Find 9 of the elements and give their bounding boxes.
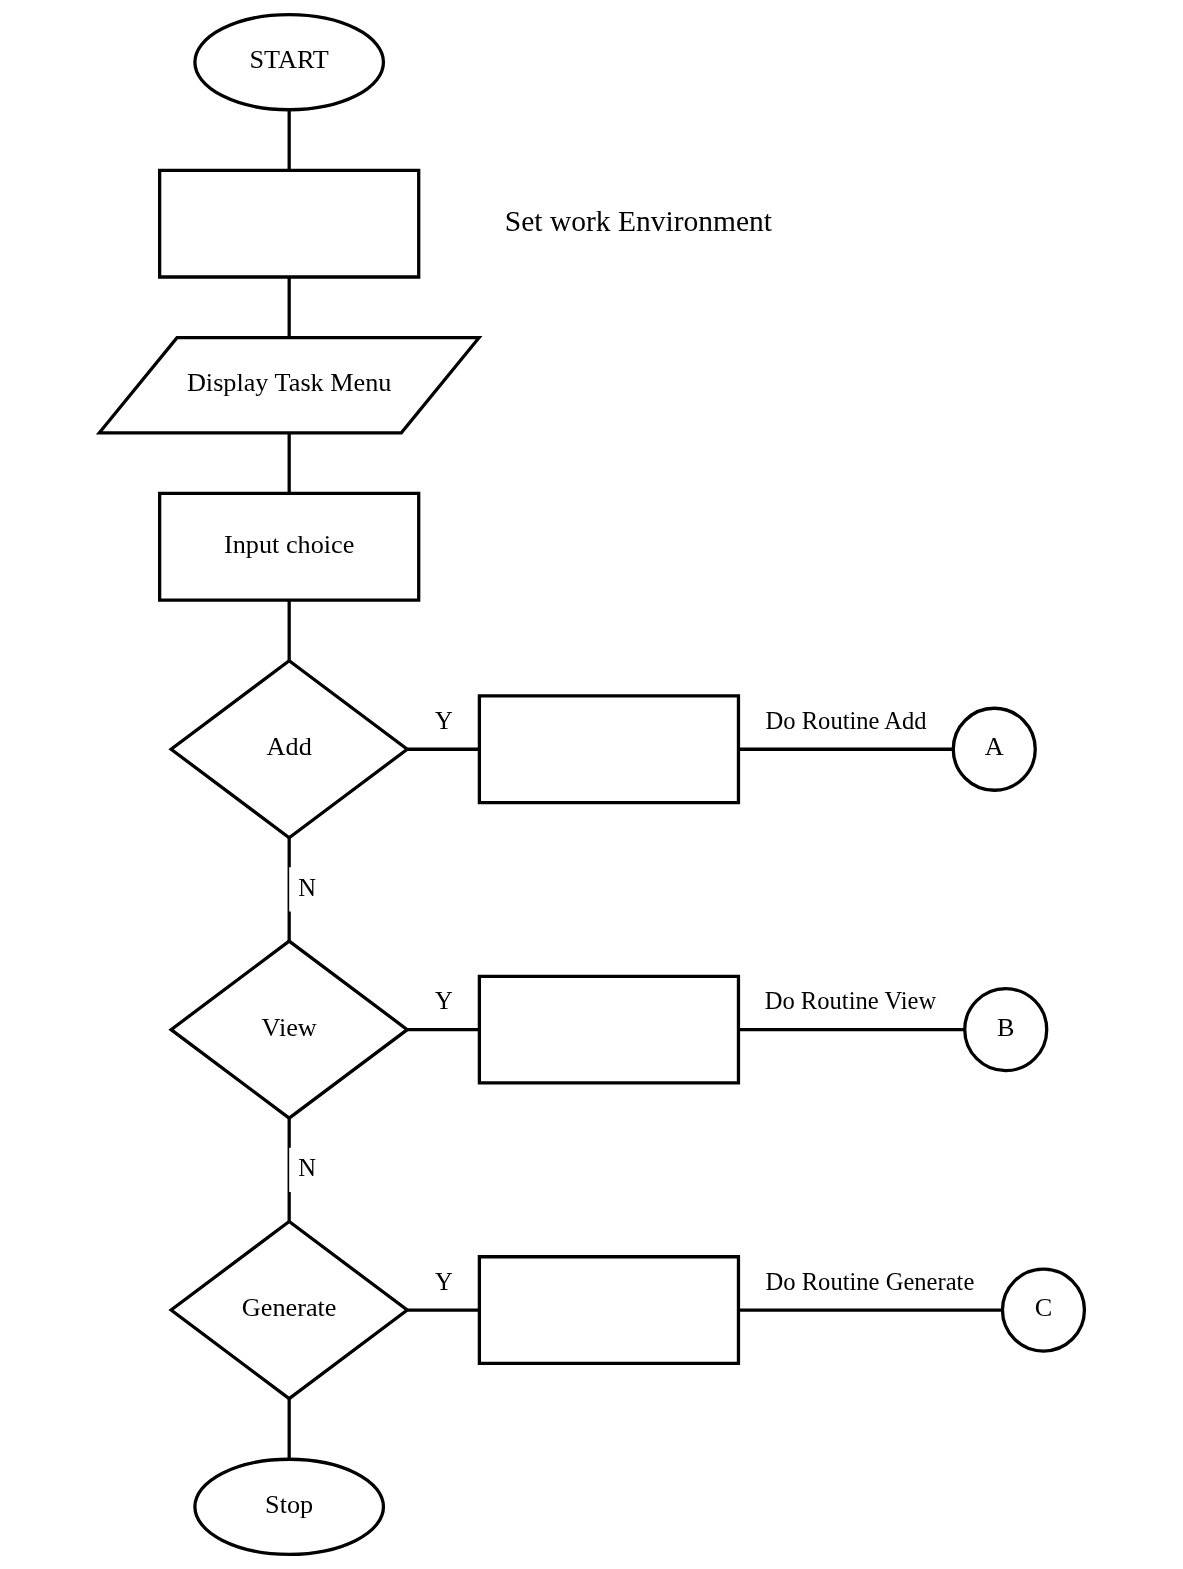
node-label: Set work Environment	[504, 204, 772, 237]
edge-label: Do Routine Add	[765, 706, 927, 734]
edge-label: N	[297, 874, 316, 901]
edge-label: Do Routine View	[764, 987, 936, 1015]
edge-label: Y	[434, 987, 453, 1015]
edge-label: Y	[434, 706, 453, 734]
edge-label: Do Routine Generate	[765, 1267, 974, 1295]
edge-label: Y	[434, 1267, 453, 1295]
edge-label: N	[297, 1154, 316, 1182]
